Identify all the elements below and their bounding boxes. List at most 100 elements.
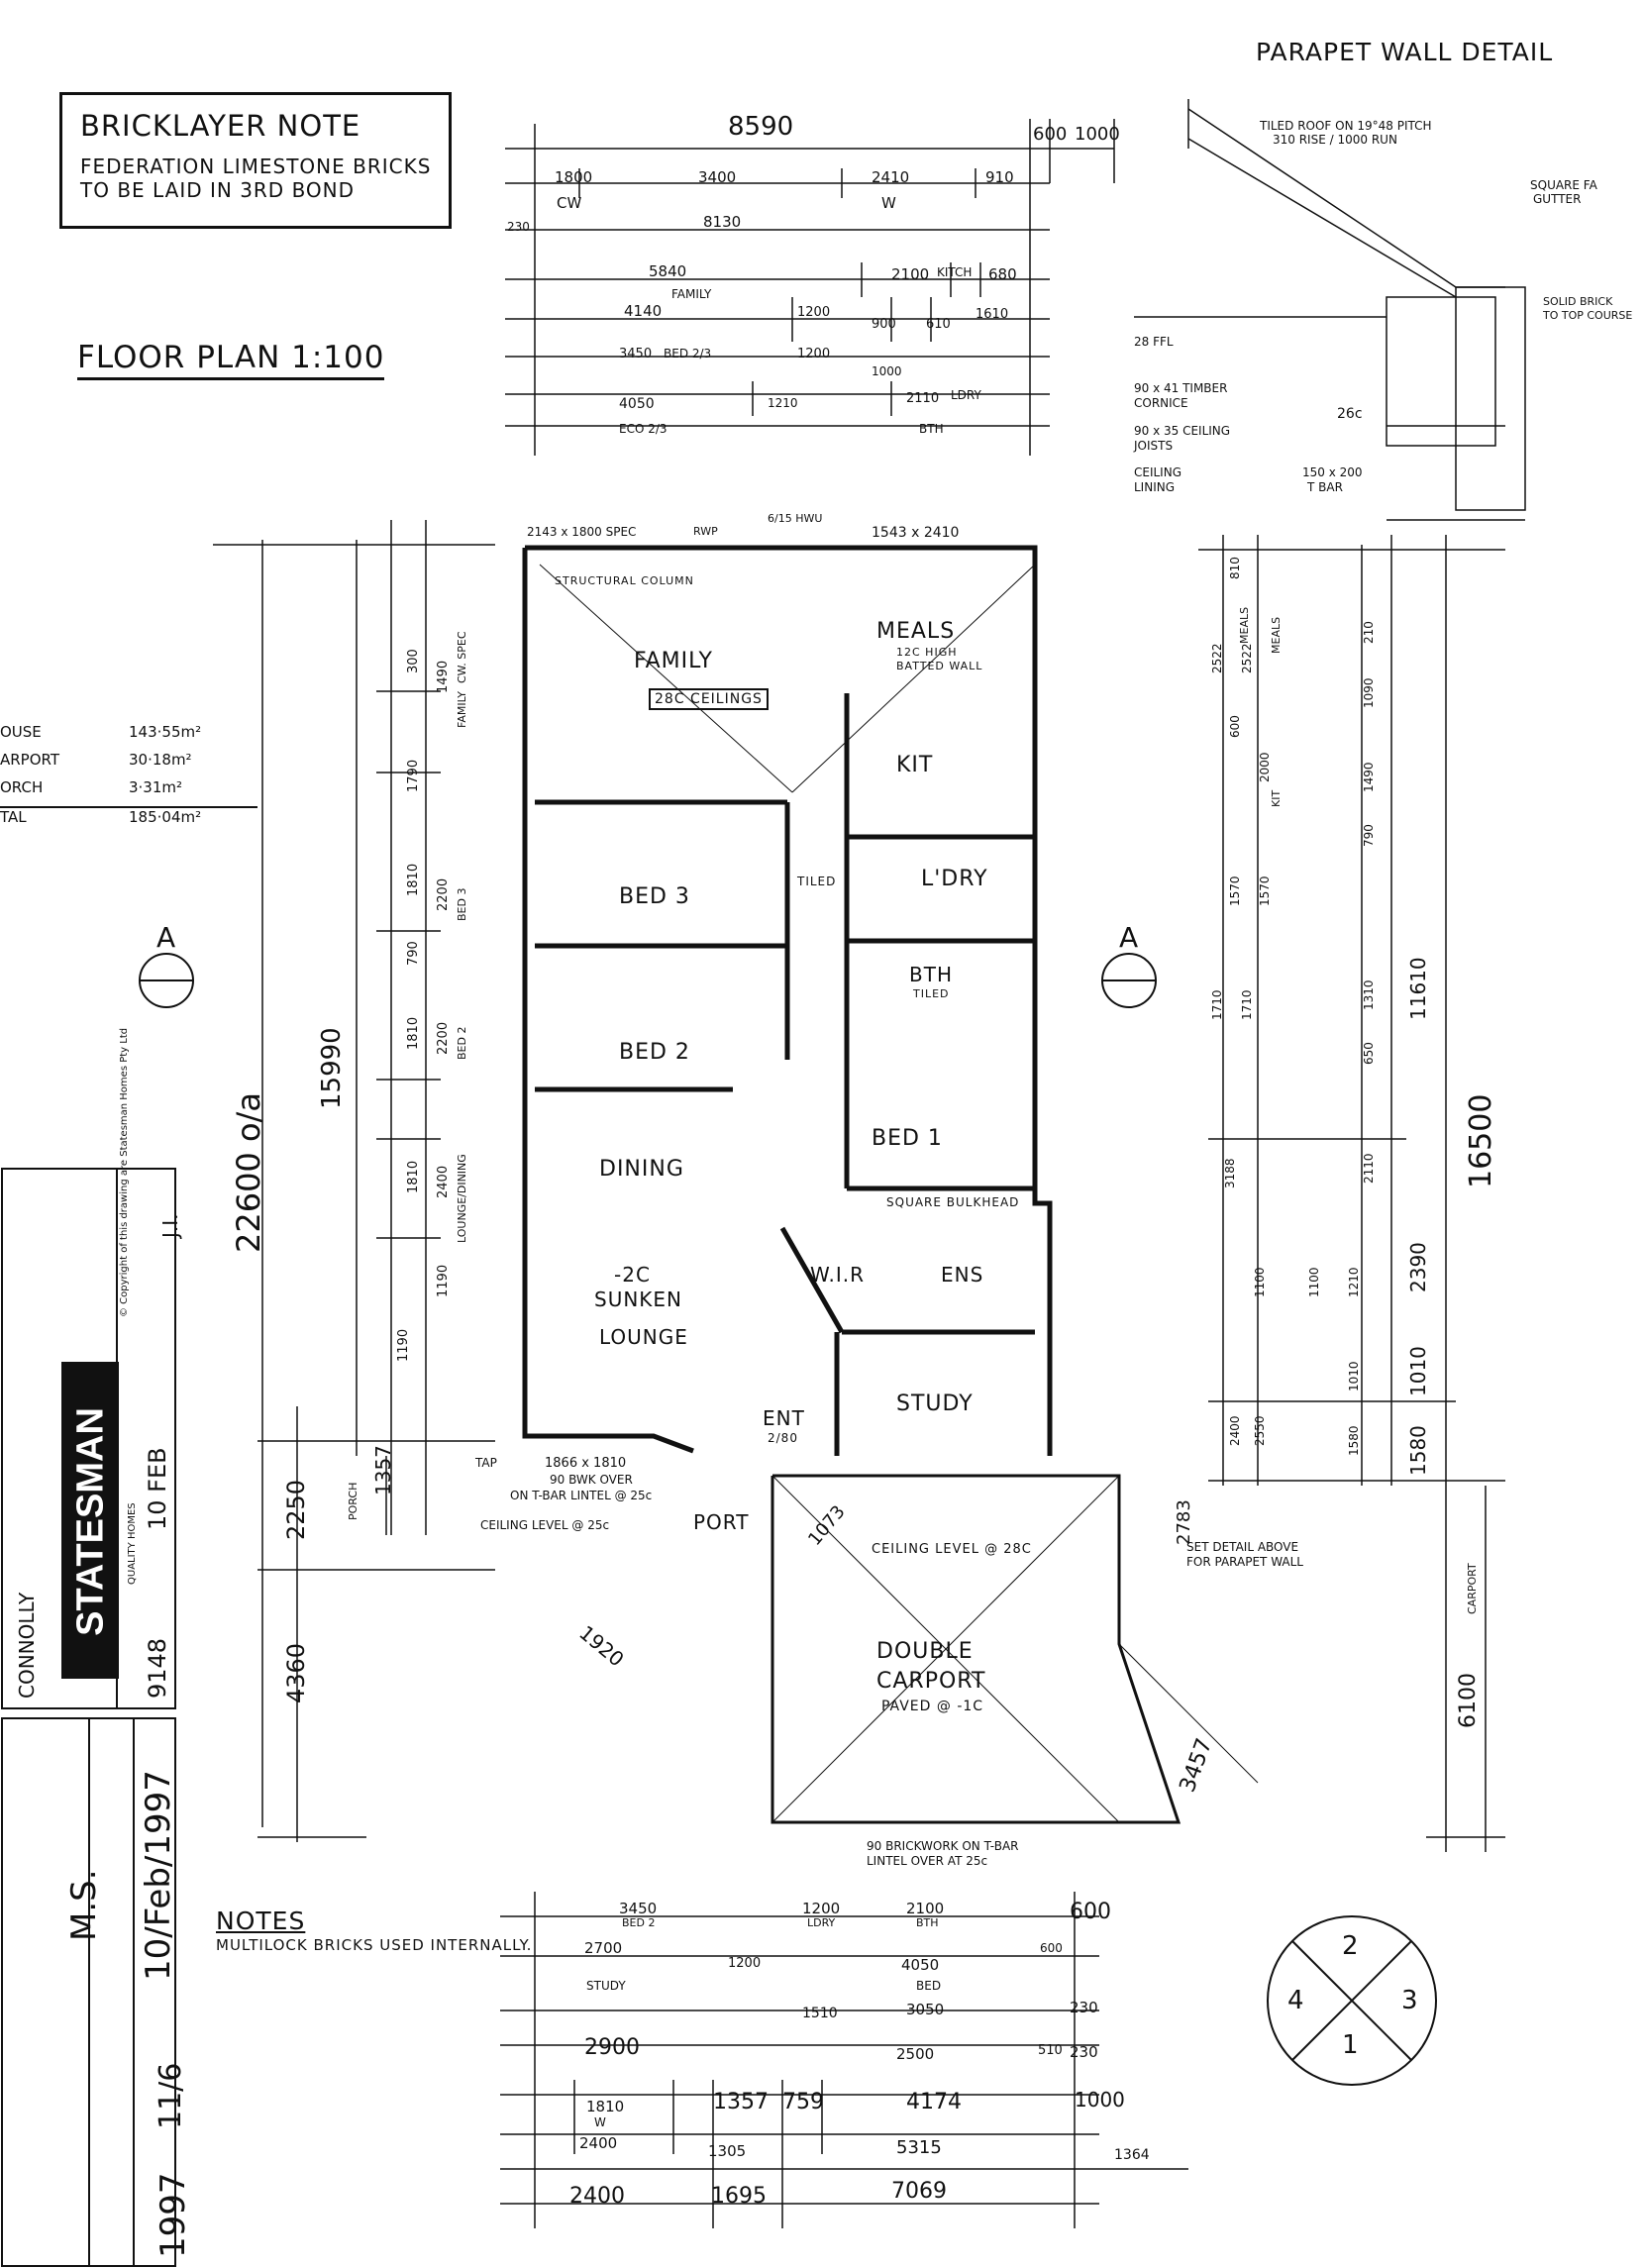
bricklayer-note-line2: TO BE LAID IN 3rd BOND [80, 178, 356, 202]
bricklayer-note: BRICKLAYER NOTE FEDERATION LIMESTONE BRI… [59, 92, 452, 229]
room-lounge: LOUNGE [599, 1325, 688, 1349]
dim-top-ldry: LDRY [951, 388, 981, 402]
bricklayer-note-title: BRICKLAYER NOTE [80, 109, 361, 143]
carport-outline [771, 1474, 1259, 1824]
parapet-gutter-1: SQUARE FA [1530, 178, 1597, 192]
dim-top-900: 900 [872, 317, 896, 332]
dim-bot-w: W [594, 2115, 606, 2129]
t-bar-lintel: ON T-BAR LINTEL @ 25c [510, 1489, 653, 1502]
dim-right-600: 600 [1228, 715, 1242, 738]
parapet-cornice-1: 90 x 41 TIMBER [1134, 381, 1228, 395]
dim-top-kitch: KITCH [937, 265, 973, 279]
dim-top-600: 600 [1033, 124, 1068, 145]
dim-right-790: 790 [1362, 824, 1376, 847]
section-label-right: A [1119, 921, 1139, 954]
statesman-logo: STATESMAN [61, 1362, 119, 1679]
room-carport-1: DOUBLE [876, 1639, 974, 1664]
dim-left-1810b: 1810 [406, 1016, 421, 1050]
dim-top-2410: 2410 [872, 168, 910, 186]
dim-right-1710b: 1710 [1240, 989, 1254, 1020]
room-bth-tiled: TILED [913, 987, 950, 1000]
dim-right-1570: 1570 [1228, 876, 1242, 906]
dim-bot-5315: 5315 [896, 2137, 942, 2158]
compass-4: 4 [1287, 1986, 1304, 2015]
section-marker-left [139, 953, 194, 1008]
square-bulkhead: SQUARE BULKHEAD [886, 1195, 1020, 1209]
dim-left-790: 790 [406, 941, 421, 966]
dim-right-810: 810 [1228, 557, 1242, 579]
dim-bot-1357: 1357 [713, 2090, 769, 2114]
window-top-right: 1543 x 2410 [872, 525, 960, 541]
dim-left-1357: 1357 [371, 1445, 395, 1495]
dim-top-3400: 3400 [698, 168, 737, 186]
parapet-roof-1: TILED ROOF ON 19°48 PITCH [1260, 119, 1432, 133]
sign-initials: M.S. [64, 1869, 104, 1941]
parapet-lining-1: CEILING [1134, 465, 1182, 479]
notes-heading: NOTES [216, 1907, 306, 1935]
area-row-porch: ORCH 3·31m² [0, 778, 257, 806]
dim-top-230: 230 [507, 220, 530, 234]
dim-top-4140: 4140 [624, 302, 663, 320]
dim-top-family: FAMILY [671, 287, 712, 301]
area-label: ORCH [0, 778, 44, 796]
dim-right-1090: 1090 [1362, 677, 1376, 708]
dim-top-bed23: BED 2/3 [664, 347, 712, 361]
dim-bot-600b: 600 [1040, 1941, 1063, 1955]
dim-top-1610: 1610 [976, 307, 1009, 322]
dim-right-1100: 1100 [1253, 1267, 1267, 1297]
dim-top-2110: 2110 [906, 391, 940, 406]
dim-top-1210: 1210 [768, 396, 798, 410]
compass-2: 2 [1342, 1931, 1359, 1961]
dim-bot-ldry: LDRY [807, 1916, 836, 1929]
dim-left-overall: 22600 o/a [230, 1092, 267, 1253]
dim-right-1210: 1210 [1347, 1267, 1361, 1297]
dim-2783: 2783 [1174, 1499, 1194, 1545]
dim-top-1200b: 1200 [797, 347, 831, 361]
dim-right-2390: 2390 [1406, 1242, 1430, 1292]
room-ent-level: 2/80 [768, 1431, 798, 1445]
dim-left-1490: 1490 [436, 660, 451, 693]
room-carport-3: PAVED @ -1c [881, 1699, 984, 1714]
brand-name: STATESMAN [69, 1407, 112, 1636]
dim-bot-1510: 1510 [802, 2006, 838, 2021]
dim-right-label-meals2: MEALS [1270, 616, 1283, 654]
dim-left-1810c: 1810 [406, 1160, 421, 1193]
dim-bot-510: 510 [1038, 2043, 1063, 2058]
room-wir: W.I.R [810, 1263, 865, 1287]
dim-left-2250: 2250 [282, 1479, 310, 1540]
set-detail-1: SET DETAIL ABOVE [1186, 1540, 1299, 1554]
compass-rose [1267, 1915, 1437, 2086]
carport-ceiling: CEILING LEVEL @ 28c [872, 1542, 1032, 1557]
dim-top-610: 610 [926, 317, 951, 332]
room-bed3: BED 3 [619, 884, 690, 909]
dim-left-2400: 2400 [436, 1165, 451, 1198]
dim-right-1580b: 1580 [1347, 1425, 1361, 1456]
room-family: FAMILY [634, 649, 713, 673]
structural-column: STRUCTURAL COLUMN [555, 574, 694, 587]
copyright-note: © Copyright of this drawing are Statesma… [119, 1027, 130, 1317]
dim-top-2100: 2100 [891, 265, 930, 283]
parapet-ffl: 28 FFL [1134, 335, 1174, 349]
compass-1: 1 [1342, 2030, 1359, 2060]
room-dining: DINING [599, 1157, 684, 1182]
dim-right-2110: 2110 [1362, 1153, 1376, 1184]
parapet-cornice-2: CORNICE [1134, 396, 1188, 410]
dim-bot-4174: 4174 [906, 2090, 962, 2114]
window-top-left: 2143 x 1800 SPEC [527, 525, 637, 539]
dim-bot-759: 759 [782, 2090, 824, 2114]
dim-right-1580: 1580 [1406, 1425, 1430, 1476]
dim-left-label-bed2: BED 2 [456, 1026, 468, 1060]
dim-bot-1200: 1200 [802, 1900, 841, 1917]
dim-left-1790: 1790 [406, 759, 421, 792]
lintel-note: LINTEL OVER AT 25c [867, 1854, 988, 1868]
dim-right-label-kit: KIT [1270, 789, 1283, 807]
room-carport-2: CARPORT [876, 1669, 986, 1694]
dim-top-3450: 3450 [619, 347, 653, 361]
dim-bot-7069: 7069 [891, 2179, 947, 2204]
title-block-frame [1, 1168, 176, 2267]
dim-right-1010b: 1010 [1347, 1361, 1361, 1392]
dim-bot-1000: 1000 [1075, 2088, 1125, 2112]
dim-top-overall: 8590 [728, 112, 794, 142]
dim-bot-bth: BTH [916, 1916, 939, 1929]
